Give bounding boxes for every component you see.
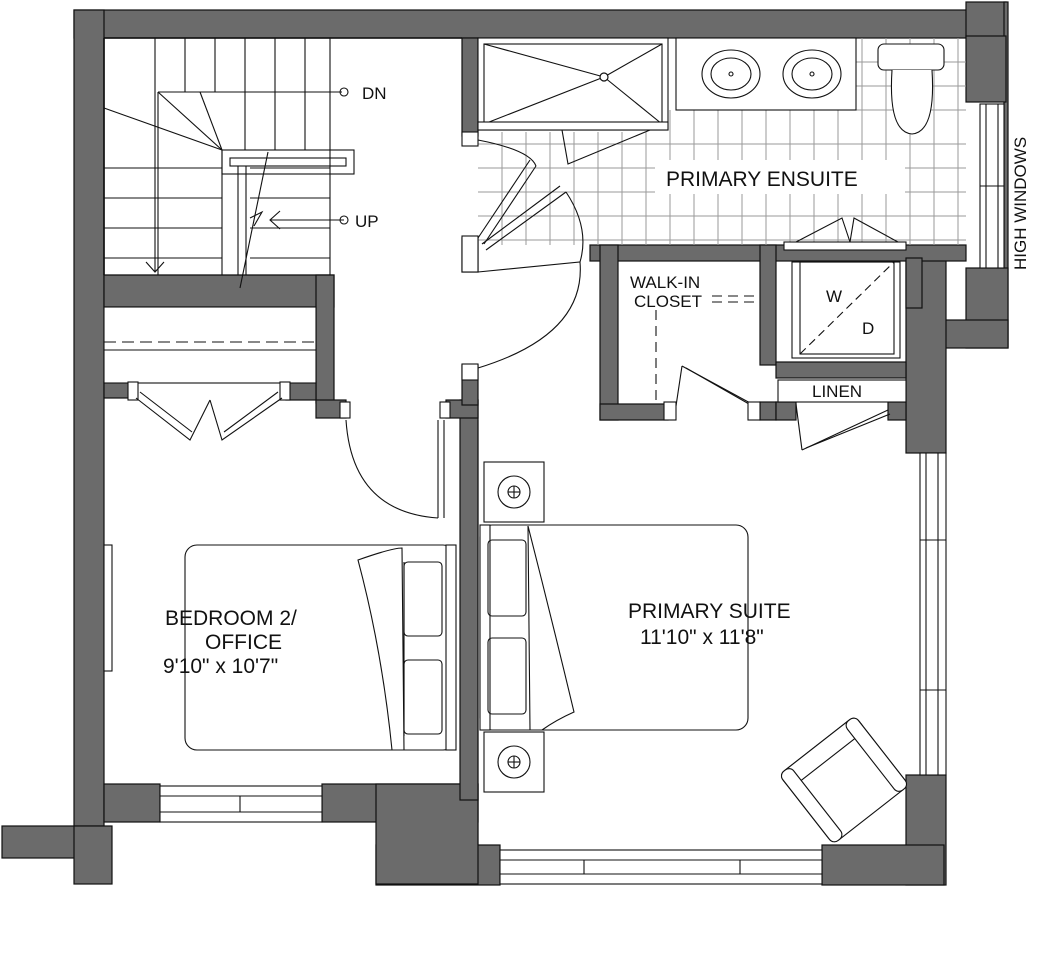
bedroom2-dims: 9'10" x 10'7" — [163, 655, 278, 678]
high-windows-label: HIGH WINDOWS — [1011, 137, 1030, 270]
bedroom2-title-1: BEDROOM 2/ — [165, 607, 297, 630]
stairs-down-label: DN — [362, 84, 387, 103]
primary-side-window — [919, 452, 947, 776]
primary-suite-title: PRIMARY SUITE — [628, 600, 791, 623]
walk-in-label-2: CLOSET — [634, 292, 702, 311]
shower-drain-icon — [599, 72, 609, 82]
walls — [1, 1, 1009, 886]
high-windows — [979, 103, 1005, 269]
stairs-up-label: UP — [355, 212, 379, 231]
primary-suite-room — [477, 420, 500, 846]
laundry-unit — [791, 261, 901, 359]
sink-icon — [701, 49, 842, 99]
staircase — [103, 37, 355, 289]
toilet-icon — [877, 43, 945, 135]
chair-icon — [780, 717, 908, 843]
laundry-doors — [783, 217, 907, 251]
bedroom2-title-2: OFFICE — [205, 631, 282, 654]
linen-closet — [777, 379, 907, 451]
primary-bottom-window — [499, 849, 823, 885]
lamp-icon — [483, 461, 545, 793]
bedroom2-side-window — [103, 544, 113, 672]
dryer-label: D — [862, 319, 874, 338]
bedroom2-closet — [103, 306, 317, 441]
primary-bed-icon — [479, 524, 749, 731]
primary-suite-dims: 11'10" x 11'8" — [640, 626, 764, 649]
stair-arrow-icon — [145, 87, 349, 273]
ensuite-title: PRIMARY ENSUITE — [666, 168, 858, 191]
bedroom2-window — [159, 785, 323, 823]
shower — [477, 37, 669, 165]
washer-label: W — [826, 287, 842, 306]
walk-in-closet — [655, 295, 761, 421]
ensuite-label-bg — [655, 160, 905, 194]
bedroom2-door — [339, 401, 451, 519]
vanity — [675, 37, 857, 111]
ensuite-doors — [461, 131, 584, 381]
walk-in-label-1: WALK-IN — [630, 273, 700, 292]
linen-label: LINEN — [812, 382, 862, 401]
bed-icon — [184, 544, 457, 751]
